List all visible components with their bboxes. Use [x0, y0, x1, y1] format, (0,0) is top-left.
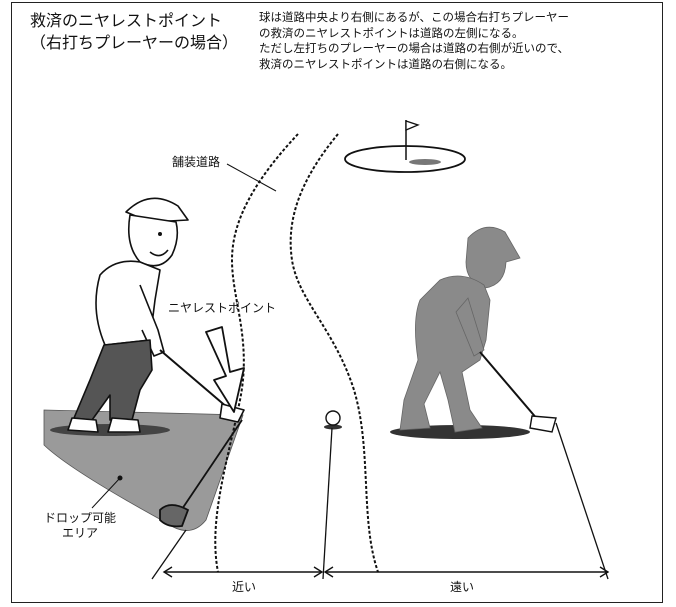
drop-area-label-line-1: ドロップ可能	[43, 511, 116, 525]
diagram-title: 救済のニヤレストポイント （右打ちプレーヤーの場合）	[30, 10, 238, 54]
ball-icon	[325, 410, 341, 426]
silhouette-club-head	[529, 415, 557, 433]
paved-road-label: 舗装道路	[172, 155, 221, 169]
measure-line-mid	[322, 427, 333, 580]
green-with-flag	[344, 120, 466, 173]
description-line-2: の救済のニヤレストポイントは道路の左側になる。	[259, 25, 524, 40]
golfer-eye	[158, 232, 162, 236]
golfer-shoe-front	[107, 417, 141, 433]
golfer-pants	[73, 339, 153, 421]
near-label: 近い	[232, 580, 257, 594]
description-line-3: ただし左打ちのプレーヤーの場合は道路の右側が近いので、	[259, 41, 570, 55]
far-dimension-arrow	[323, 566, 610, 578]
hole-icon	[409, 159, 441, 165]
drop-area-leader	[91, 477, 121, 509]
road-label-leader	[226, 163, 277, 192]
arrow-outline	[205, 326, 245, 413]
measure-line-right	[555, 422, 609, 580]
far-arrow-left-head	[323, 566, 334, 578]
right-handed-golfer	[50, 197, 245, 436]
far-label: 遠い	[450, 580, 475, 594]
ball-shadow	[324, 424, 342, 430]
drop-club-head	[159, 504, 190, 528]
golf-ball	[324, 410, 342, 430]
putting-green	[344, 145, 466, 173]
nearest-point-arrow-icon	[205, 326, 245, 413]
drop-area-leader-dot	[117, 475, 123, 481]
road-left-edge	[214, 133, 299, 573]
flag-icon	[405, 120, 420, 131]
drop-area-label: ドロップ可能 エリア	[32, 511, 128, 541]
diagram-border	[11, 2, 663, 603]
silhouette-arm	[455, 297, 485, 357]
nearest-point-label: ニヤレストポイント	[168, 301, 277, 315]
description-line-4: 救済のニヤレストポイントは道路の右側になる。	[259, 56, 512, 71]
silhouette-club-shaft	[479, 351, 539, 421]
road-right-edge	[289, 133, 379, 573]
measure-line-left	[151, 529, 187, 580]
golfer-smile	[149, 249, 169, 257]
silhouette-head	[465, 226, 521, 289]
drop-club-shaft	[179, 419, 243, 513]
golfer-club-shaft	[159, 349, 229, 409]
drop-area	[43, 409, 244, 531]
near-arrow-right-head	[313, 566, 324, 578]
left-handed-golfer-silhouette	[390, 226, 557, 439]
golfer-head	[127, 214, 179, 267]
golfer-shoe-back	[67, 417, 99, 433]
title-line-2: （右打ちプレーヤーの場合）	[30, 33, 239, 52]
golfer-club-head	[219, 403, 245, 423]
description: 球は道路中央より右側にあるが、この場合右打ちプレーヤー の救済のニヤレストポイン…	[259, 10, 569, 72]
description-line-1: 球は道路中央より右側にあるが、この場合右打ちプレーヤー	[259, 10, 570, 24]
near-dimension-arrow	[162, 566, 324, 578]
drop-club	[159, 419, 243, 528]
drop-area-label-line-2: エリア	[61, 526, 98, 540]
title-line-1: 救済のニヤレストポイント	[30, 11, 223, 30]
near-arrow-left-head	[162, 566, 173, 578]
far-arrow-right-head	[599, 566, 610, 578]
